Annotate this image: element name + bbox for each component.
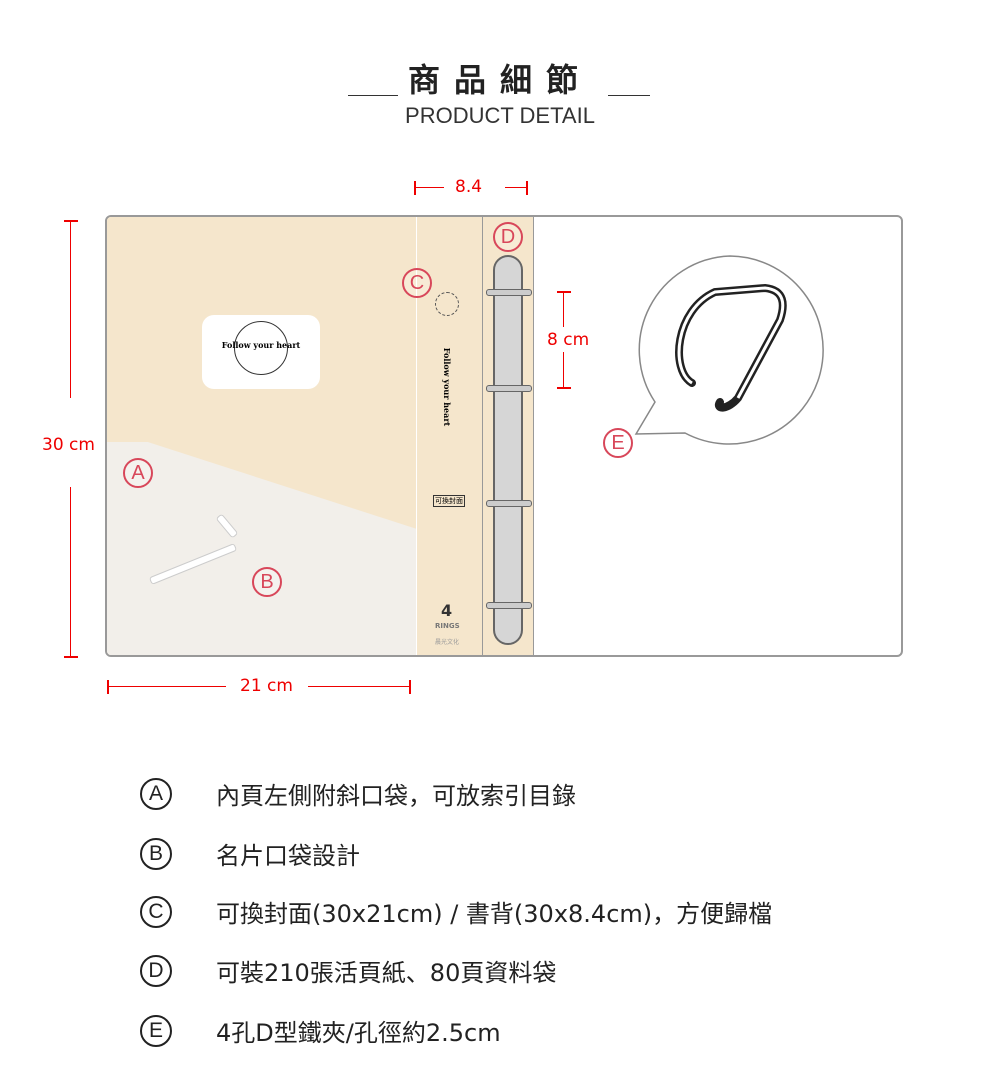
dim-line — [505, 187, 527, 188]
dim-line — [70, 220, 71, 398]
spine-label: 可換封面 — [433, 495, 465, 507]
title-line-left — [348, 95, 398, 96]
front-cover: Follow your heart A B — [107, 217, 447, 655]
ring-callout-bubble — [634, 255, 824, 445]
cover-label: Follow your heart — [202, 315, 320, 389]
feature-letter: E — [140, 1014, 172, 1047]
dim-tick — [414, 181, 416, 195]
dim-tick — [64, 656, 78, 658]
star-circle-icon — [234, 321, 288, 375]
ring-mechanism-strip: D — [482, 217, 534, 655]
dim-line — [563, 291, 564, 327]
ring — [486, 602, 532, 609]
feature-item: A 內頁左側附斜口袋，可放索引目錄 — [140, 776, 576, 811]
dim-line — [563, 352, 564, 388]
title-line-right — [608, 95, 650, 96]
feature-letter: D — [140, 954, 172, 987]
feature-item: E 4孔D型鐵夾/孔徑約2.5cm — [140, 1013, 501, 1048]
feature-text: 4孔D型鐵夾/孔徑約2.5cm — [216, 1019, 501, 1047]
spine-text: Follow your heart — [442, 347, 452, 427]
shooting-star-icon — [435, 292, 459, 316]
feature-item: C 可換封面(30x21cm) / 書背(30x8.4cm)，方便歸檔 — [140, 894, 772, 929]
dim-line — [414, 187, 444, 188]
slant-pocket — [107, 442, 447, 655]
cover-text: Follow your heart — [221, 340, 301, 350]
feature-text: 可換封面(30x21cm) / 書背(30x8.4cm)，方便歸檔 — [216, 900, 773, 928]
feature-letter: B — [140, 837, 172, 870]
ring-bar — [493, 255, 523, 645]
feature-letter: A — [140, 777, 172, 810]
dim-tick — [64, 220, 78, 222]
marker-c: C — [402, 268, 432, 298]
dim-tick — [107, 680, 109, 694]
marker-a: A — [123, 458, 153, 488]
page-subtitle: PRODUCT DETAIL — [405, 103, 595, 128]
dim-tick — [557, 291, 571, 293]
spine-dimension: 8.4 — [455, 177, 483, 197]
ring — [486, 385, 532, 392]
spine: Follow your heart 可換封面 4 RINGS 晨光文化 C — [402, 217, 483, 655]
marker-d: D — [493, 222, 523, 252]
ring-dimension: 8 cm — [547, 330, 590, 350]
feature-item: B 名片口袋設計 — [140, 836, 360, 871]
marker-b: B — [252, 567, 282, 597]
marker-e: E — [603, 428, 633, 458]
feature-item: D 可裝210張活頁紙、80頁資料袋 — [140, 953, 556, 988]
feature-text: 內頁左側附斜口袋，可放索引目錄 — [216, 782, 576, 810]
feature-letter: C — [140, 895, 172, 928]
rings-number: 4 — [441, 601, 453, 620]
height-dimension: 30 cm — [42, 435, 95, 455]
dim-line — [108, 686, 226, 687]
ring — [486, 500, 532, 507]
dim-line — [308, 686, 410, 687]
dim-tick — [557, 387, 571, 389]
dim-tick — [526, 181, 528, 195]
dim-line — [70, 487, 71, 657]
width-dimension: 21 cm — [240, 676, 293, 696]
page-title: 商品細節 — [407, 61, 592, 99]
feature-text: 名片口袋設計 — [216, 842, 360, 870]
ring — [486, 289, 532, 296]
rings-label: RINGS — [435, 622, 460, 630]
dim-tick — [409, 680, 411, 694]
feature-text: 可裝210張活頁紙、80頁資料袋 — [216, 959, 557, 987]
brand: 晨光文化 — [435, 639, 460, 646]
